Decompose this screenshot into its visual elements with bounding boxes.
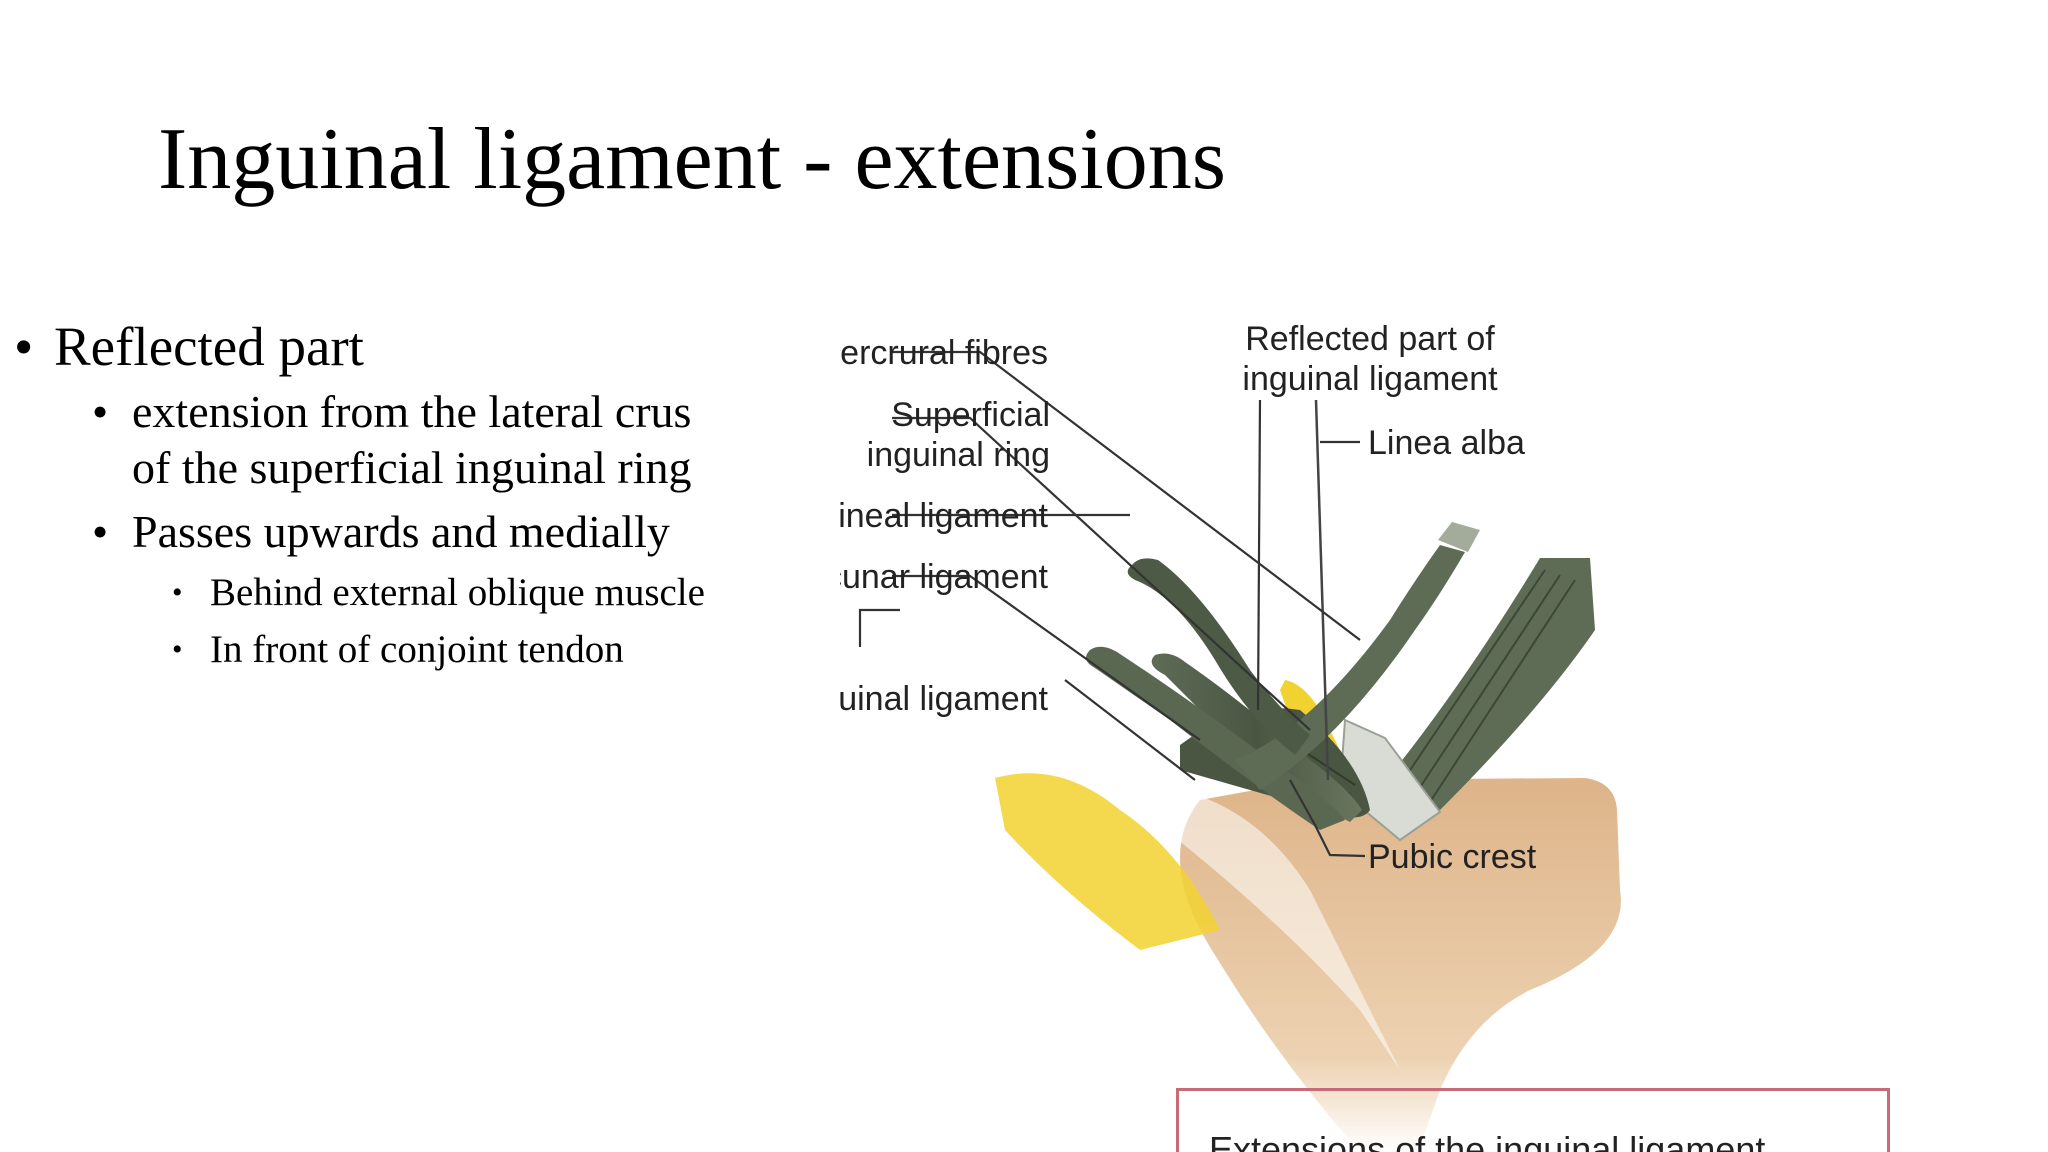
bullet-text-front-of-conjoint: In front of conjoint tendon [210, 628, 624, 671]
figure-caption-box: Extensions of the inguinal ligament [1176, 1088, 1890, 1152]
lateral-crus-fade [1438, 522, 1480, 552]
label-reflected-part-2: inguinal ligament [1242, 360, 1498, 398]
yellow-tissue-lower [995, 773, 1220, 950]
bullet-marker: • [92, 506, 109, 557]
figure-caption: Extensions of the inguinal ligament [1209, 1129, 1766, 1152]
bullet-level2: • Passes upwards and medially [14, 504, 774, 560]
bullet-level1: • Reflected part [14, 312, 774, 382]
anatomy-diagram: Intercrural fibres Superficial inguinal … [840, 320, 1621, 1152]
label-inguinal-ligament: Inguinal ligament [840, 680, 1049, 718]
bullet-text-reflected-part: Reflected part [54, 316, 364, 377]
inguinal-ligament-lower [1086, 646, 1345, 830]
bullet-text-extension-line2: of the superficial inguinal ring [132, 442, 692, 493]
leader-intercrural [892, 350, 1361, 641]
bullet-marker: • [172, 633, 183, 666]
bullet-marker: • [14, 316, 34, 377]
bullet-text-behind-external-oblique: Behind external oblique muscle [210, 571, 705, 614]
bullet-level3: • Behind external oblique muscle [14, 564, 774, 621]
page-title: Inguinal ligament - extensions [158, 111, 1226, 208]
pubic-bone-shading [1140, 790, 1400, 1070]
pectineal-ligament-band [1127, 558, 1310, 755]
label-intercrural-fibres: Intercrural fibres [840, 334, 1048, 372]
label-lacunar-ligament: Lacunar ligament [840, 558, 1049, 596]
linea-alba-line [1314, 399, 1330, 781]
leader-superficial [892, 416, 1311, 731]
leader-reflected [1256, 399, 1262, 711]
bullet-text-passes-upwards: Passes upwards and medially [132, 506, 670, 557]
bullet-list: • Reflected part • extension from the la… [14, 312, 774, 678]
inguinal-ligament-band [1151, 653, 1362, 822]
label-inguinal-ring: inguinal ring [867, 436, 1050, 474]
label-superficial: Superficial [891, 396, 1050, 434]
label-linea-alba: Linea alba [1368, 424, 1525, 462]
bullet-marker: • [92, 386, 109, 437]
bullet-level2: • extension from the lateral crus of the… [14, 384, 774, 496]
leader-inguinal [858, 608, 900, 647]
label-pectineal-ligament: Pectineal ligament [840, 497, 1049, 535]
bullet-text-extension-line1: extension from the lateral crus [132, 386, 692, 437]
leader-inguinal-ring [1064, 679, 1196, 781]
bullet-marker: • [172, 576, 183, 609]
bullet-level3: • In front of conjoint tendon [14, 621, 774, 678]
label-pubic-crest: Pubic crest [1368, 838, 1537, 876]
leader-lacunar [892, 574, 1201, 741]
leader-pubic [1289, 779, 1366, 858]
label-reflected-part-1: Reflected part of [1245, 320, 1495, 358]
